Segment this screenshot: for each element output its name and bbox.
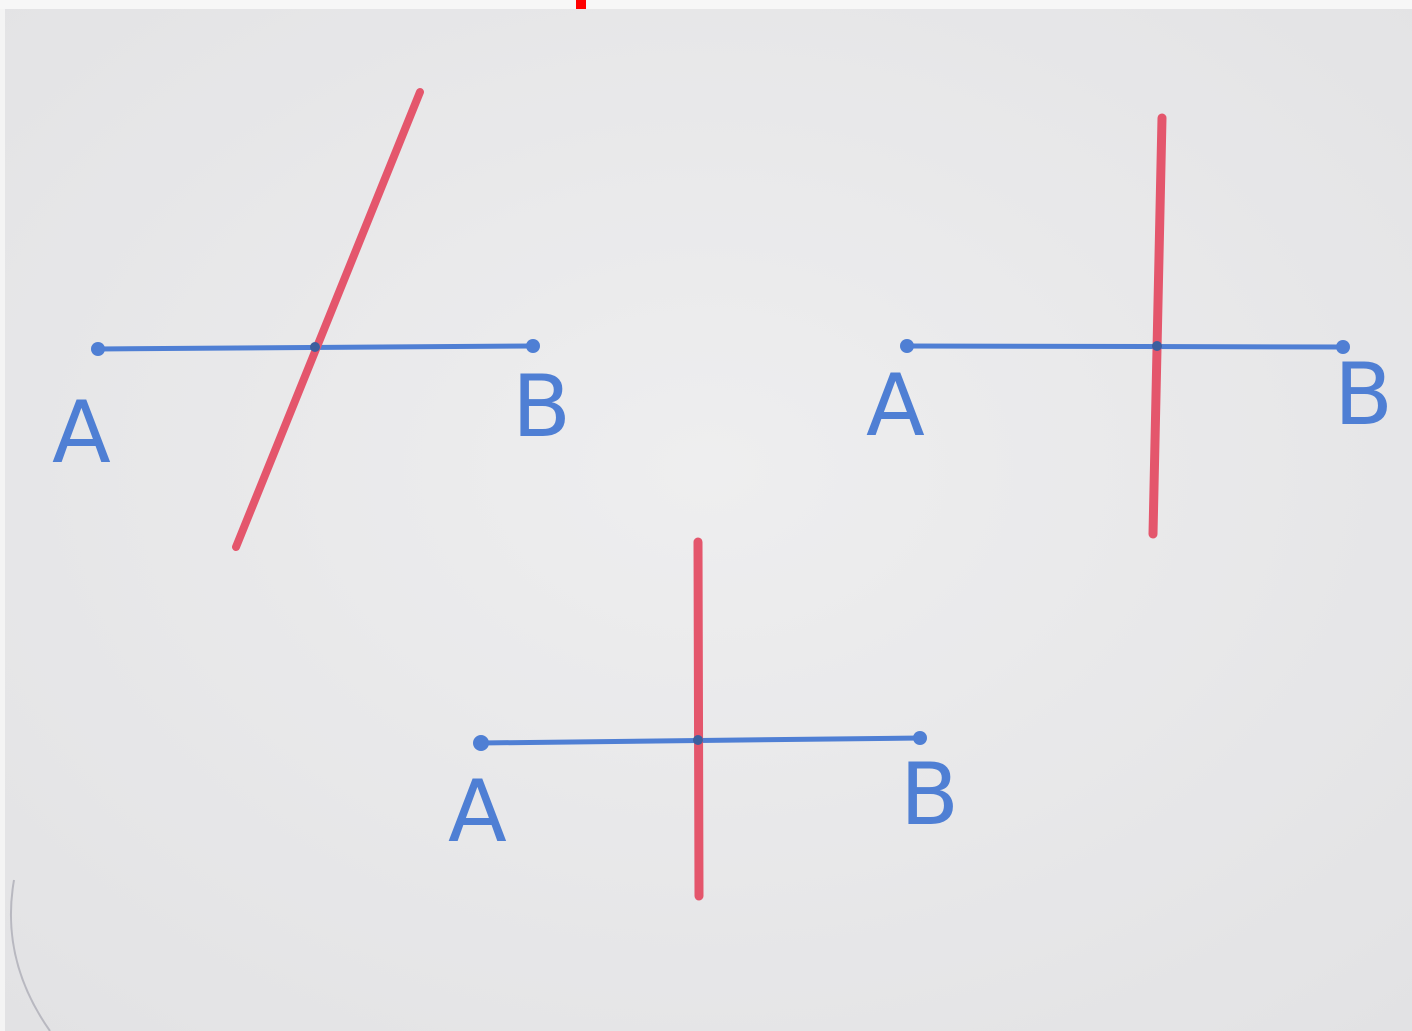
intersection-point (693, 735, 703, 745)
figure-oblique: A B (52, 88, 571, 551)
intersection-point (1152, 341, 1162, 351)
label-a: A (866, 356, 925, 456)
oblique-line (232, 88, 424, 551)
intersection-point (310, 342, 320, 352)
paper-sheet (5, 9, 1412, 1031)
label-b: B (512, 357, 571, 457)
label-a: A (448, 762, 507, 862)
vertical-line (693, 537, 704, 901)
segment-ab (904, 343, 1346, 350)
label-b: B (900, 745, 959, 845)
point-b (1336, 340, 1350, 354)
label-b: B (1334, 345, 1393, 445)
point-b (526, 339, 540, 353)
point-a (91, 342, 105, 356)
figure-perpendicular-midpoint: A B (448, 537, 959, 901)
top-edge (0, 0, 1412, 9)
point-b (913, 731, 927, 745)
point-a (900, 339, 914, 353)
point-a (473, 735, 489, 751)
figure-perpendicular-offset: A B (866, 113, 1393, 539)
vertical-line (1148, 113, 1167, 539)
red-tab-mark (576, 0, 586, 9)
label-a: A (52, 383, 111, 483)
paper-curl (9, 879, 51, 1031)
